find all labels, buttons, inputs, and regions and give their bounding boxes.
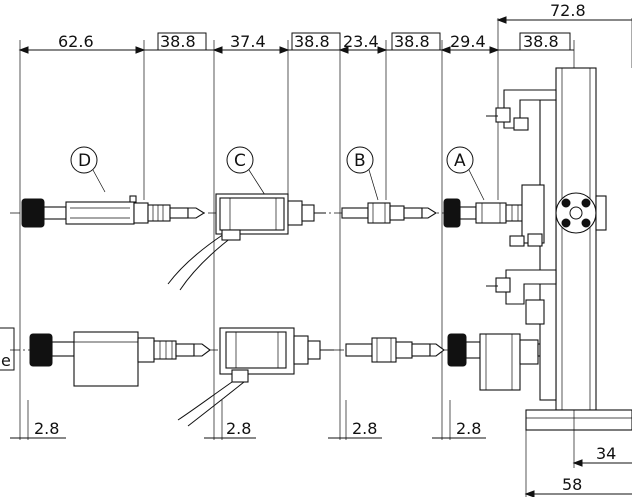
dim-base-inner: 34 (596, 444, 616, 463)
dim-offset-d: 2.8 (34, 419, 59, 438)
callout-a: A (454, 151, 466, 171)
dim-top-overall: 72.8 (550, 1, 586, 20)
part-c-lower (177, 327, 334, 427)
dim-d-ref: 38.8 (160, 32, 196, 51)
fixture-frame (486, 67, 632, 431)
dim-base-outer: 58 (562, 475, 582, 494)
dim-d-length: 62.6 (58, 32, 94, 51)
part-c-upper (167, 193, 326, 291)
bottom-dimensions: 2.8 2.8 2.8 2.8 34 58 (10, 400, 632, 497)
part-a-lower (447, 333, 553, 391)
dim-a-length: 29.4 (450, 32, 486, 51)
part-b-lower (345, 337, 445, 363)
dim-offset-c: 2.8 (226, 419, 251, 438)
dim-offset-b: 2.8 (352, 419, 377, 438)
callout-d: D (78, 151, 91, 171)
dim-a-ref: 38.8 (523, 32, 559, 51)
callout-b: B (354, 151, 366, 171)
dim-c-ref: 38.8 (294, 32, 330, 51)
side-label: e (1, 351, 11, 370)
part-d-upper (21, 195, 206, 228)
side-label-box (0, 327, 15, 371)
callouts: D C B A (70, 146, 485, 201)
dim-b-length: 23.4 (343, 32, 379, 51)
part-d-lower (29, 331, 211, 387)
callout-c: C (234, 151, 246, 171)
dim-offset-a: 2.8 (456, 419, 481, 438)
dim-b-ref: 38.8 (394, 32, 430, 51)
part-b-upper (341, 202, 438, 224)
dim-c-length: 37.4 (230, 32, 266, 51)
top-dimensions: 72.8 62.6 38.8 37.4 38.8 23.4 38.8 29.4 … (18, 1, 632, 440)
